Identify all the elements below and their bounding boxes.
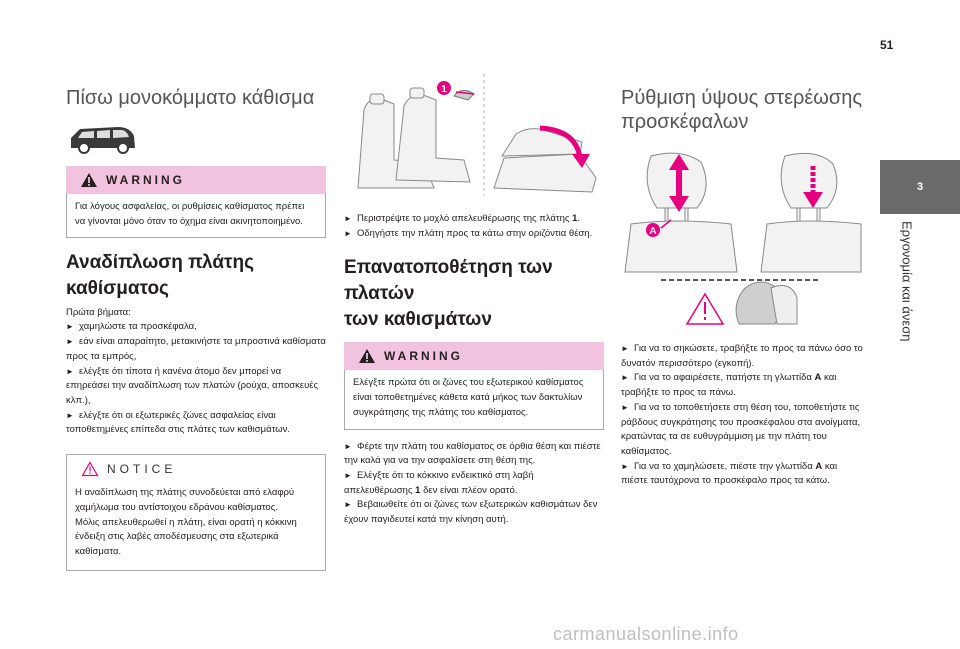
bullet-arrow-icon: ► xyxy=(66,337,74,347)
warning-box: WARNING Ελέγξτε πρώτα ότι οι ζώνες του ε… xyxy=(344,342,604,430)
warning-text: Ελέγξτε πρώτα ότι οι ζώνες του εξωτερικο… xyxy=(353,377,584,418)
notice-box: NOTICE Η αναδίπλωση της πλάτης συνοδεύετ… xyxy=(66,454,326,571)
list-item: ►ελέγξτε ότι οι εξωτερικές ζώνες ασφαλεί… xyxy=(66,409,291,436)
column-rear-bench: Πίσω μονοκόμματο κάθισμα WARNING Για λόγ… xyxy=(66,86,326,581)
warning-label: WARNING xyxy=(384,349,463,364)
notice-text: Μόλις απελευθερωθεί η πλάτη, είναι ορατή… xyxy=(75,516,297,558)
chapter-number: 3 xyxy=(916,181,924,193)
chapter-title: Εργονομία και άνεση xyxy=(899,221,915,342)
warning-text: Για λόγους ασφαλείας, οι ρυθμίσεις καθίσ… xyxy=(75,201,305,227)
page-number: 51 xyxy=(880,38,894,52)
list-item: ►ελέγξτε ότι τίποτα ή κανένα άτομο δεν μ… xyxy=(66,365,319,407)
warning-triangle-icon xyxy=(81,173,97,187)
list-item: ►Φέρτε την πλάτη του καθίσματος σε όρθια… xyxy=(344,440,601,467)
bullet-arrow-icon: ► xyxy=(66,322,74,332)
list-item: ►Για να το σηκώσετε, τραβήξτε το προς τα… xyxy=(621,343,863,369)
seat-folding-illustration: 1 xyxy=(357,74,597,196)
list-item: ►χαμηλώστε τα προσκέφαλα, xyxy=(66,321,197,333)
notice-header: NOTICE xyxy=(66,454,326,483)
bullet-arrow-icon: ► xyxy=(66,410,74,420)
bullet-arrow-icon: ► xyxy=(344,470,352,480)
warning-box: WARNING Για λόγους ασφαλείας, οι ρυθμίσε… xyxy=(66,166,326,239)
bullet-arrow-icon: ► xyxy=(344,441,352,451)
intro-text: Πρώτα βήματα: xyxy=(66,306,131,318)
list-item: ►Οδηγήστε την πλάτη προς τα κάτω στην ορ… xyxy=(344,227,593,239)
list-item: ►εάν είναι απαραίτητο, μετακινήστε τα μπ… xyxy=(66,336,326,362)
list-item: ►Για να το χαμηλώσετε, πιέστε την γλωττί… xyxy=(621,460,838,487)
bullet-arrow-icon: ► xyxy=(621,461,629,471)
column-folding-steps: 1 ►Περιστρέψτε το μοχλό απελευθέρωσης τη… xyxy=(344,70,604,528)
section-title-rear-bench: Πίσω μονοκόμματο κάθισμα xyxy=(66,87,315,109)
warning-header: WARNING xyxy=(344,342,604,371)
list-item: ►Ελέγξτε ότι το κόκκινο ενδεικτικό στη λ… xyxy=(344,469,534,496)
bullet-arrow-icon: ► xyxy=(621,402,629,412)
warning-label: WARNING xyxy=(106,173,185,187)
warning-triangle-icon xyxy=(359,349,375,364)
bullet-arrow-icon: ► xyxy=(344,228,352,238)
list-item: ►Βεβαιωθείτε ότι οι ζώνες των εξωτερικών… xyxy=(344,499,598,526)
bullet-arrow-icon: ► xyxy=(344,500,352,510)
notice-label: NOTICE xyxy=(107,461,177,476)
list-item: ►Για να το τοποθετήσετε στη θέση του, το… xyxy=(621,401,861,458)
notice-text: Η αναδίπλωση της πλάτης συνοδεύεται από … xyxy=(75,487,295,513)
chapter-tab[interactable]: 3 xyxy=(880,160,960,214)
list-item: ►Για να το αφαιρέσετε, πατήστε τη γλωττί… xyxy=(621,372,837,399)
notice-triangle-icon xyxy=(81,460,99,476)
notice-triangle-icon xyxy=(685,292,725,325)
figure-callout-1: 1 xyxy=(441,84,447,95)
bullet-arrow-icon: ► xyxy=(344,214,352,223)
bullet-arrow-icon: ► xyxy=(621,373,629,383)
warning-header: WARNING xyxy=(66,166,326,194)
list-item: ►Περιστρέψτε το μοχλό απελευθέρωσης της … xyxy=(344,213,581,224)
watermark: carmanualsonline.info xyxy=(553,624,739,644)
vehicle-icon xyxy=(71,127,135,154)
bullet-arrow-icon: ► xyxy=(621,344,629,353)
headrest-illustration: A xyxy=(624,152,862,325)
figure-callout-A: A xyxy=(649,226,656,237)
bullet-arrow-icon: ► xyxy=(66,366,74,376)
